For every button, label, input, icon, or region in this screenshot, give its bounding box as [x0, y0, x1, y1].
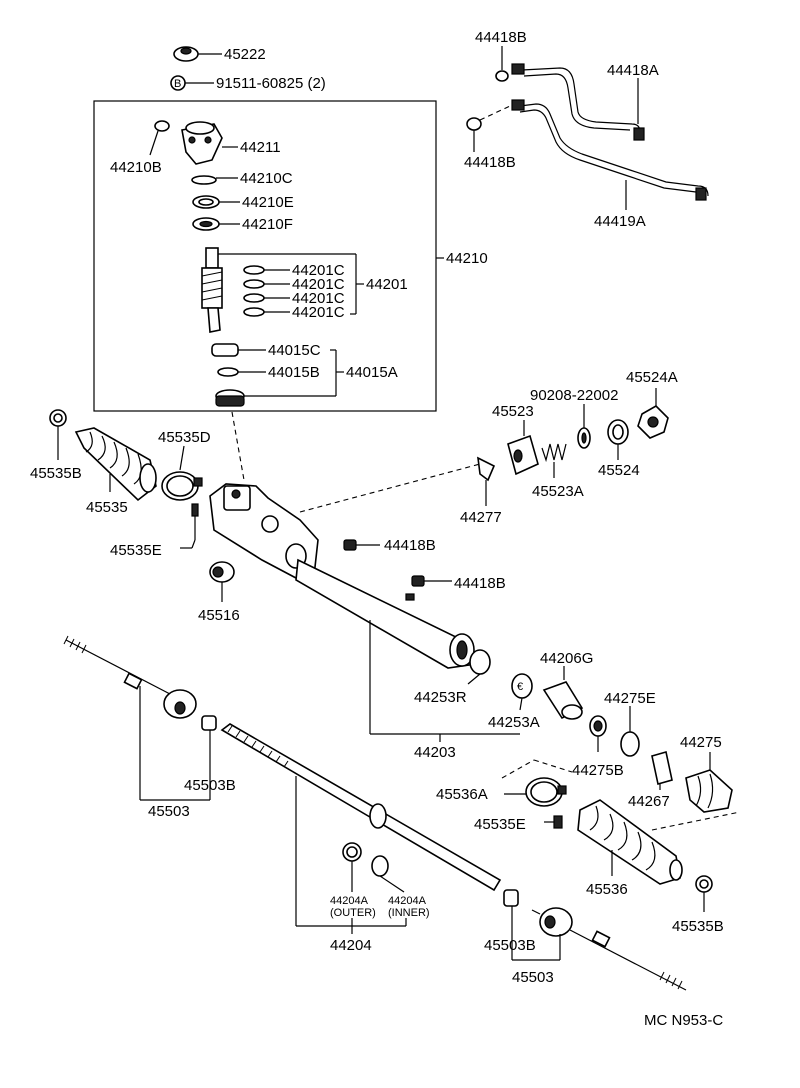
label-44275: 44275 [680, 734, 722, 751]
label-45535B-right: 45535B [672, 918, 724, 935]
part-44210B-illustration [149, 120, 170, 156]
label-44015C: 44015C [268, 342, 321, 359]
label-44418A: 44418A [607, 62, 659, 79]
part-45516-bushing-illustration [209, 561, 235, 602]
parts-44253-44206G-illustration: € [467, 649, 584, 720]
label-44201C-4: 44201C [292, 304, 345, 321]
label-45535E-right: 45535E [474, 816, 526, 833]
label-44204A-outer-note: (OUTER) [330, 907, 376, 919]
label-44211: 44211 [240, 139, 281, 156]
label-44267: 44267 [628, 793, 670, 810]
label-44253R: 44253R [414, 689, 467, 706]
label-44204: 44204 [330, 937, 372, 954]
tie-rod-right-illustration [503, 889, 687, 991]
label-45535: 45535 [86, 499, 128, 516]
part-45523-illustration [507, 420, 539, 476]
label-45524: 45524 [598, 462, 640, 479]
label-44210: 44210 [446, 250, 488, 267]
label-44015B: 44015B [268, 364, 320, 381]
label-45503B-left: 45503B [184, 777, 236, 794]
part-45535D-clamp-illustration [161, 445, 203, 501]
label-44253A: 44253A [488, 714, 540, 731]
label-45524A: 45524A [626, 369, 678, 386]
label-44204A-inner-note: (INNER) [388, 907, 430, 919]
label-90208-22002: 90208-22002 [530, 387, 618, 404]
parts-44201C-rings-illustration [218, 253, 364, 317]
bracket-44203 [369, 620, 520, 742]
label-44203: 44203 [414, 744, 456, 761]
label-45523: 45523 [492, 403, 534, 420]
svg-text:€: € [517, 681, 523, 693]
label-44015A: 44015A [346, 364, 398, 381]
part-45535B-left-illustration [49, 409, 67, 460]
tie-rod-left-illustration [63, 635, 217, 801]
label-44210B: 44210B [110, 159, 162, 176]
part-45535E-right-screw-illustration [544, 815, 563, 829]
part-pinion-shaft-illustration [201, 247, 223, 333]
part-44211-housing-illustration [181, 121, 238, 165]
rack-housing-illustration [209, 483, 478, 669]
label-45535E-left: 45535E [110, 542, 162, 559]
label-45503-right: 45503 [512, 969, 554, 986]
label-45516: 45516 [198, 607, 240, 624]
label-44204A-inner: 44204A [388, 895, 427, 907]
label-44201: 44201 [366, 276, 408, 293]
label-91511-60825: 91511-60825 (2) [216, 75, 326, 92]
part-44210C-illustration [191, 175, 238, 185]
label-44206G: 44206G [540, 650, 593, 667]
label-45523A: 45523A [532, 483, 584, 500]
rack-bar-illustration [220, 723, 502, 926]
label-44275B: 44275B [572, 762, 624, 779]
part-45535B-right-illustration [695, 875, 713, 912]
label-44418B-mid: 44418B [464, 154, 516, 171]
svg-text:B: B [174, 78, 181, 90]
bracket-44204 [296, 918, 407, 934]
part-44277-illustration [477, 456, 496, 506]
label-45535B-left: 45535B [30, 465, 82, 482]
pressure-pipes-illustration [466, 46, 709, 210]
footer-code: MC N953-C [644, 1012, 723, 1029]
label-44210E: 44210E [242, 194, 294, 211]
label-44204A-outer: 44204A [330, 895, 369, 907]
label-44201C-3: 44201C [292, 290, 345, 307]
label-45503B-right: 45503B [484, 937, 536, 954]
part-45535-boot-left-illustration [74, 427, 157, 502]
part-45523A-spring-illustration [541, 443, 567, 478]
part-44210F-illustration [192, 217, 240, 231]
parts-44204A-illustration [342, 842, 405, 893]
part-45524A-nut-illustration [637, 388, 669, 439]
fittings-44418B-right-illustration [343, 539, 452, 587]
label-44210C: 44210C [240, 170, 293, 187]
label-44275E: 44275E [604, 690, 656, 707]
part-91511-bolt-illustration: B [170, 75, 214, 91]
label-44277: 44277 [460, 509, 502, 526]
label-44419A: 44419A [594, 213, 646, 230]
label-44418B-r2: 44418B [454, 575, 506, 592]
part-45222-illustration [173, 46, 222, 62]
parts-44275-group-illustration [589, 706, 733, 813]
assembly-box-44210 [93, 100, 437, 412]
label-45222: 45222 [224, 46, 266, 63]
label-44418B-top: 44418B [475, 29, 527, 46]
label-44201C-2: 44201C [292, 276, 345, 293]
label-45536A: 45536A [436, 786, 488, 803]
part-90208-22002-illustration [577, 404, 591, 449]
part-45524-illustration [607, 419, 629, 460]
label-45536: 45536 [586, 881, 628, 898]
label-44201C-1: 44201C [292, 262, 345, 279]
label-45535D: 45535D [158, 429, 211, 446]
label-44210F: 44210F [242, 216, 293, 233]
part-45536A-clamp-illustration [501, 759, 741, 831]
parts-44015-illustration [211, 343, 344, 407]
part-44210E-illustration [192, 195, 240, 209]
part-45535E-left-screw-illustration [180, 503, 199, 549]
label-45503-left: 45503 [148, 803, 190, 820]
label-44418B-r1: 44418B [384, 537, 436, 554]
part-45536-boot-right-illustration [577, 799, 683, 885]
